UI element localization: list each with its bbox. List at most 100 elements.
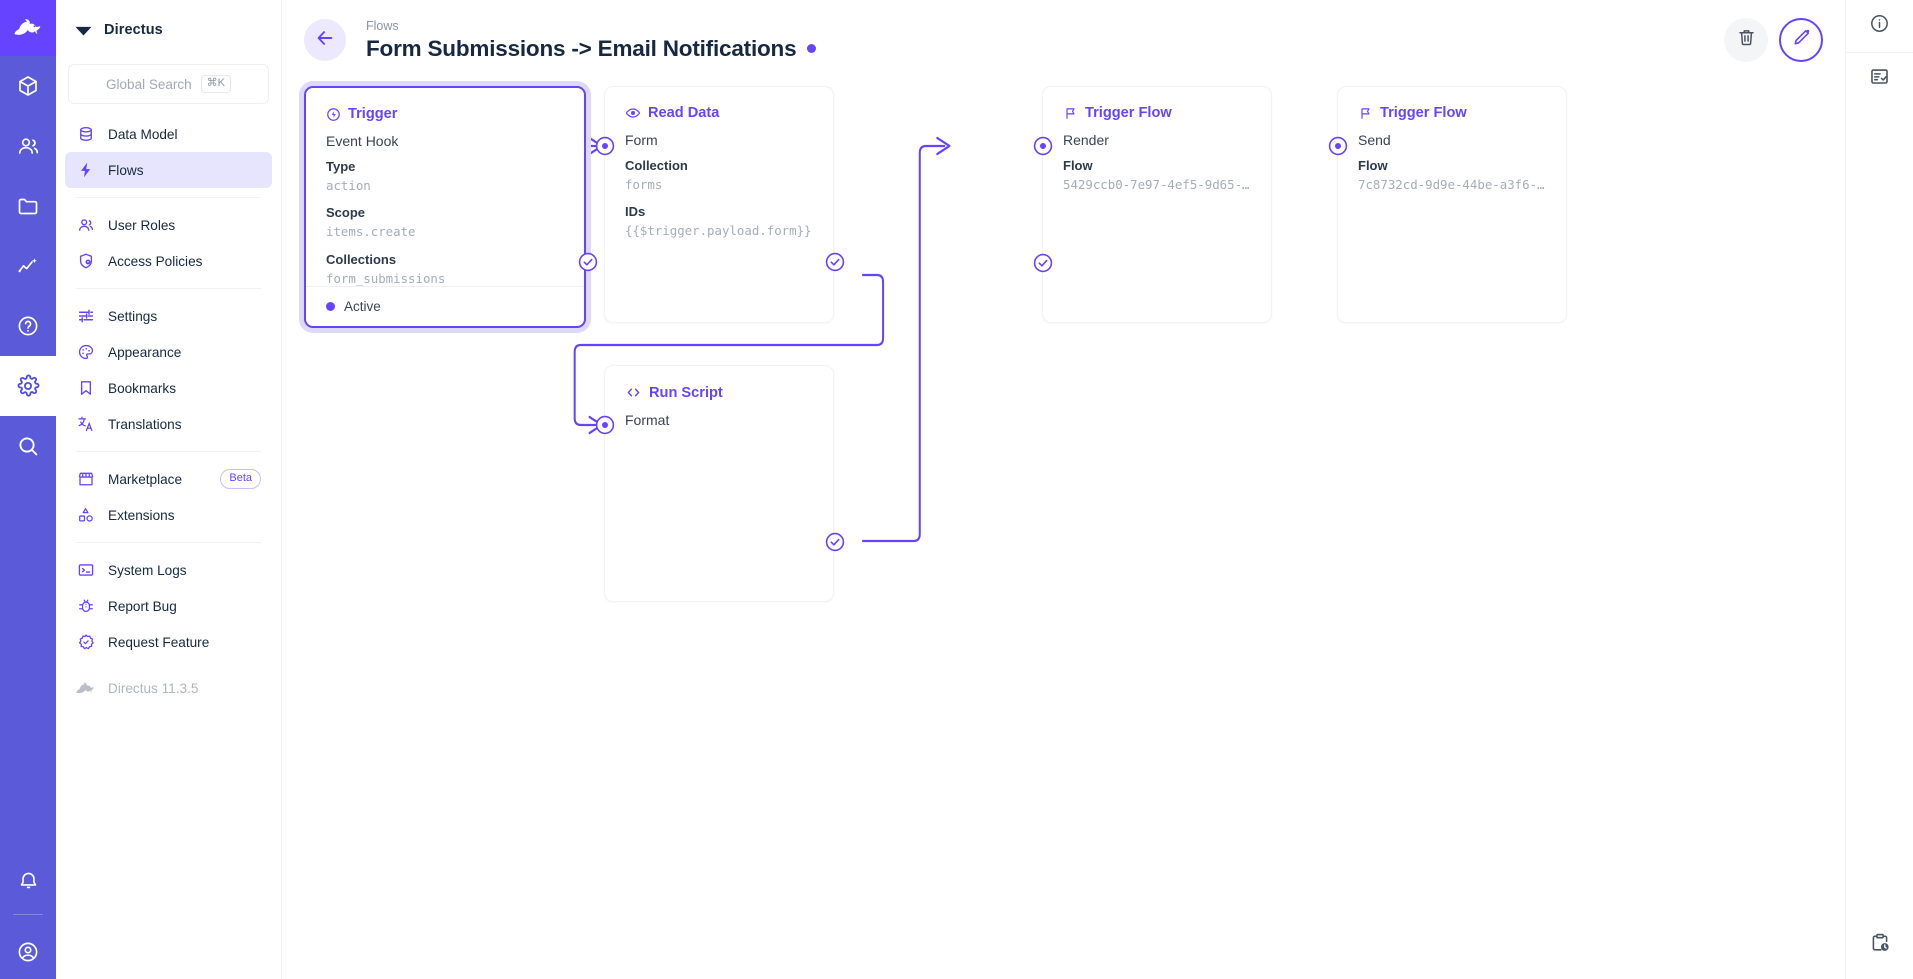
node-name: Event Hook <box>326 133 399 149</box>
node-header: Read Data <box>605 87 833 121</box>
right-sidebar <box>1845 0 1913 979</box>
node-field-key: IDs <box>625 204 646 220</box>
global-search-wrap: Global Search ⌘K <box>56 60 281 116</box>
title-row: Form Submissions -> Email Notifications <box>366 36 817 62</box>
activity-sidebar-button[interactable] <box>1846 911 1913 979</box>
sidebar-header: Directus <box>56 0 281 60</box>
clipboard-clock-icon <box>1869 932 1891 959</box>
palette-icon <box>76 343 95 362</box>
flow-node-trigger-flow-render[interactable]: Trigger Flow Render Flow 5429ccb0-7e97-4… <box>1033 86 1272 323</box>
sidebar-version: Directus 11.3.5 <box>65 670 272 706</box>
trigger-bolt-circle-icon <box>326 107 341 122</box>
sidebar-item-user-roles[interactable]: User Roles <box>65 207 272 243</box>
sidebar-item-settings[interactable]: Settings <box>65 298 272 334</box>
sidebar-divider <box>76 542 261 543</box>
flow-node-read-data[interactable]: Read Data Form Collection forms IDs {{$t… <box>595 86 845 323</box>
sidebar-divider <box>76 197 261 198</box>
sidebar-item-label: Marketplace <box>108 471 183 487</box>
sidebar-nav: Data Model Flows User Roles Acc <box>56 116 281 706</box>
bookmark-icon <box>76 379 95 398</box>
sidebar-version-label: Directus 11.3.5 <box>108 680 199 696</box>
eye-icon <box>625 105 641 121</box>
render-resolve-handle[interactable] <box>1033 253 1053 273</box>
node-field-key: Type <box>326 159 356 174</box>
node-name: Render <box>1063 132 1109 148</box>
rabbit-icon <box>76 679 95 698</box>
pencil-icon <box>1791 27 1812 53</box>
breadcrumb[interactable]: Flows <box>366 18 399 33</box>
edit-button[interactable] <box>1779 18 1823 62</box>
users-icon <box>76 216 95 235</box>
node-name: Send <box>1358 132 1391 148</box>
users-module-button[interactable] <box>0 116 56 176</box>
sidebar-item-translations[interactable]: Translations <box>65 406 272 442</box>
node-field-key: Scope <box>326 205 366 221</box>
node-footer-status: Active <box>306 286 584 326</box>
settings-sidebar: Directus Global Search ⌘K Data Model Flo… <box>56 0 282 979</box>
node-type-label: Trigger Flow <box>1085 105 1172 121</box>
sidebar-item-marketplace[interactable]: Marketplace Beta <box>65 461 272 497</box>
directus-diamond-logo <box>74 21 93 40</box>
sidebar-item-label: Data Model <box>108 126 178 142</box>
node-header: Trigger <box>306 88 584 122</box>
sidebar-item-label: Flows <box>108 162 144 178</box>
logs-sidebar-button[interactable] <box>1846 53 1913 105</box>
sidebar-item-appearance[interactable]: Appearance <box>65 334 272 370</box>
flow-node-trigger[interactable]: Trigger Event Hook Type action Scope ite… <box>304 86 598 328</box>
sidebar-item-label: Extensions <box>108 507 175 523</box>
main-area: Flows Form Submissions -> Email Notifica… <box>282 0 1845 979</box>
flow-canvas[interactable]: Trigger Event Hook Type action Scope ite… <box>282 80 1845 979</box>
sidebar-item-access-policies[interactable]: Access Policies <box>65 243 272 279</box>
arrow-left-icon <box>314 27 336 54</box>
node-type-label: Read Data <box>648 105 720 121</box>
run-script-resolve-handle[interactable] <box>825 532 845 552</box>
sidebar-divider <box>76 451 261 452</box>
flow-node-run-script[interactable]: Run Script Format <box>595 365 845 602</box>
info-sidebar-button[interactable] <box>1846 0 1913 52</box>
page-header: Flows Form Submissions -> Email Notifica… <box>282 0 1845 80</box>
node-header: Run Script <box>605 366 833 401</box>
node-status-label: Active <box>344 299 381 314</box>
title-block: Flows Form Submissions -> Email Notifica… <box>366 18 817 62</box>
back-button[interactable] <box>304 19 346 61</box>
send-input-handle[interactable] <box>1328 136 1348 156</box>
sidebar-item-report-bug[interactable]: Report Bug <box>65 588 272 624</box>
sidebar-item-flows[interactable]: Flows <box>65 152 272 188</box>
files-module-button[interactable] <box>0 176 56 236</box>
content-module-button[interactable] <box>0 56 56 116</box>
docs-module-button[interactable] <box>0 296 56 356</box>
search-module-button[interactable] <box>0 416 56 476</box>
right-sidebar-divider <box>1845 52 1913 53</box>
node-body: Send Flow 7c8732cd-9d9e-44be-a3f6-89… <box>1338 121 1566 194</box>
read-data-resolve-handle[interactable] <box>825 252 845 272</box>
sidebar-item-label: Appearance <box>108 344 182 360</box>
node-body: Format <box>605 401 833 428</box>
read-data-input-handle[interactable] <box>595 136 615 156</box>
bolt-icon <box>76 161 95 180</box>
sidebar-gap <box>65 660 272 670</box>
insights-module-button[interactable] <box>0 236 56 296</box>
info-circle-icon <box>1869 13 1890 39</box>
node-header: Trigger Flow <box>1338 87 1566 121</box>
settings-module-button[interactable] <box>0 356 56 416</box>
rail-divider <box>13 914 43 915</box>
directus-rabbit-logo[interactable] <box>0 0 56 56</box>
sidebar-item-extensions[interactable]: Extensions <box>65 497 272 533</box>
run-script-input-handle[interactable] <box>595 415 615 435</box>
notifications-button[interactable] <box>0 850 56 910</box>
account-button[interactable] <box>0 925 56 979</box>
render-input-handle[interactable] <box>1033 136 1053 156</box>
sidebar-item-request-feature[interactable]: Request Feature <box>65 624 272 660</box>
flow-node-trigger-flow-send[interactable]: Trigger Flow Send Flow 7c8732cd-9d9e-44b… <box>1328 86 1567 323</box>
sidebar-item-system-logs[interactable]: System Logs <box>65 552 272 588</box>
sidebar-item-data-model[interactable]: Data Model <box>65 116 272 152</box>
node-type-label: Run Script <box>649 384 723 401</box>
node-type-label: Trigger Flow <box>1380 105 1467 121</box>
search-input[interactable]: Global Search ⌘K <box>68 64 269 104</box>
trigger-resolve-handle[interactable] <box>578 252 598 272</box>
sidebar-item-label: System Logs <box>108 562 187 578</box>
node-field-key: Flow <box>1063 158 1093 173</box>
node-field-value: items.create <box>326 224 416 240</box>
sidebar-item-bookmarks[interactable]: Bookmarks <box>65 370 272 406</box>
delete-button[interactable] <box>1724 18 1768 62</box>
